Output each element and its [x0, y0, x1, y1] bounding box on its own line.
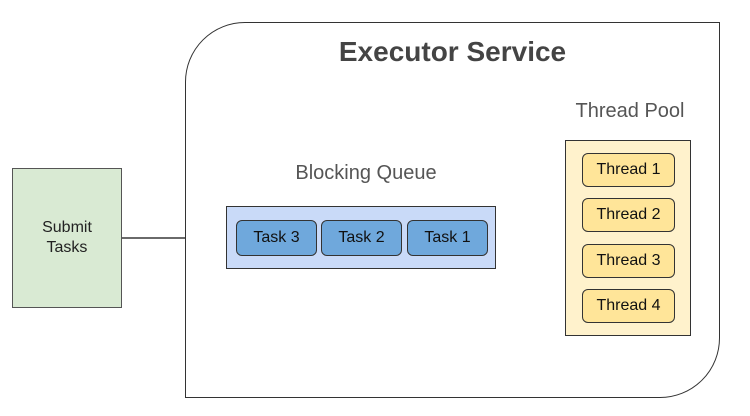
blocking-queue-label: Blocking Queue: [295, 162, 437, 184]
queue-task-1: Task 1: [407, 220, 488, 256]
thread-1: Thread 1: [582, 153, 675, 187]
queue-task-3: Task 3: [236, 220, 317, 256]
executor-service-title: Executor Service: [338, 36, 567, 67]
thread-2: Thread 2: [582, 198, 675, 232]
thread-3: Thread 3: [582, 244, 675, 278]
thread-pool-label: Thread Pool: [575, 100, 685, 122]
thread-4: Thread 4: [582, 289, 675, 323]
submit-tasks-box: Submit Tasks: [12, 168, 122, 308]
queue-task-2: Task 2: [321, 220, 402, 256]
